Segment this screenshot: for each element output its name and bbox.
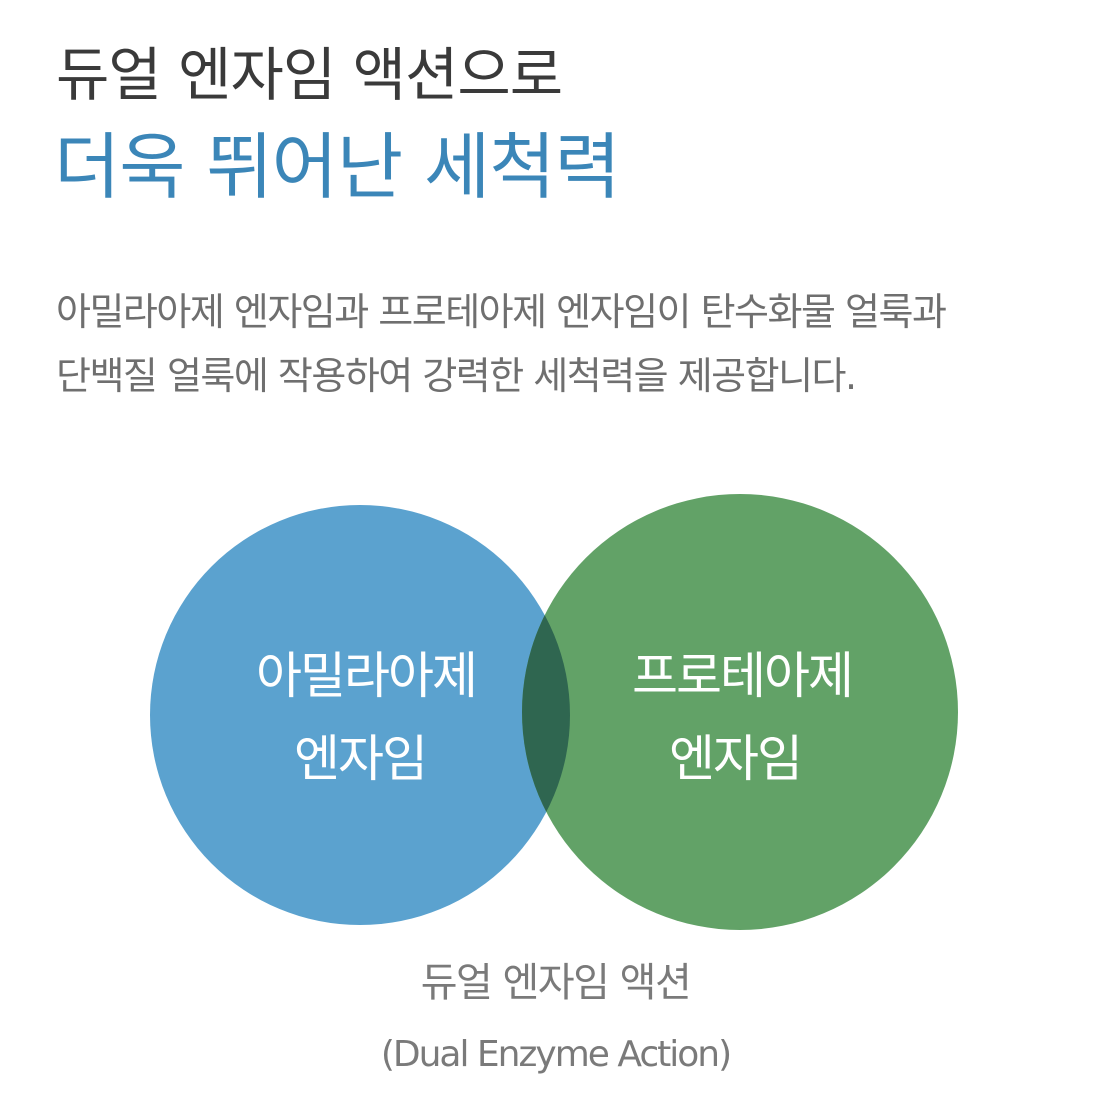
headline-line-1: 듀얼 엔자임 액션으로: [56, 41, 563, 109]
amylase-label-line-1: 아밀라아제: [256, 647, 476, 705]
description-line-1: 아밀라아제 엔자임과 프로테아제 엔자임이 탄수화물 얼룩과: [56, 290, 947, 334]
headline-line-2: 더욱 뛰어난 세척력: [54, 125, 621, 209]
amylase-label-line-2: 엔자임: [294, 730, 426, 788]
description: 아밀라아제 엔자임과 프로테아제 엔자임이 탄수화물 얼룩과 단백질 얼룩에 작…: [56, 280, 1056, 408]
protease-label-line-1: 프로테아제: [632, 647, 852, 705]
caption-english: (Dual Enzyme Action): [380, 1034, 732, 1075]
caption-korean: 듀얼 엔자임 액션: [420, 960, 692, 1006]
protease-label-line-2: 엔자임: [669, 730, 801, 788]
protease-circle: [522, 494, 958, 930]
description-line-2: 단백질 얼룩에 작용하여 강력한 세척력을 제공합니다.: [56, 354, 857, 398]
amylase-circle: [150, 505, 570, 925]
